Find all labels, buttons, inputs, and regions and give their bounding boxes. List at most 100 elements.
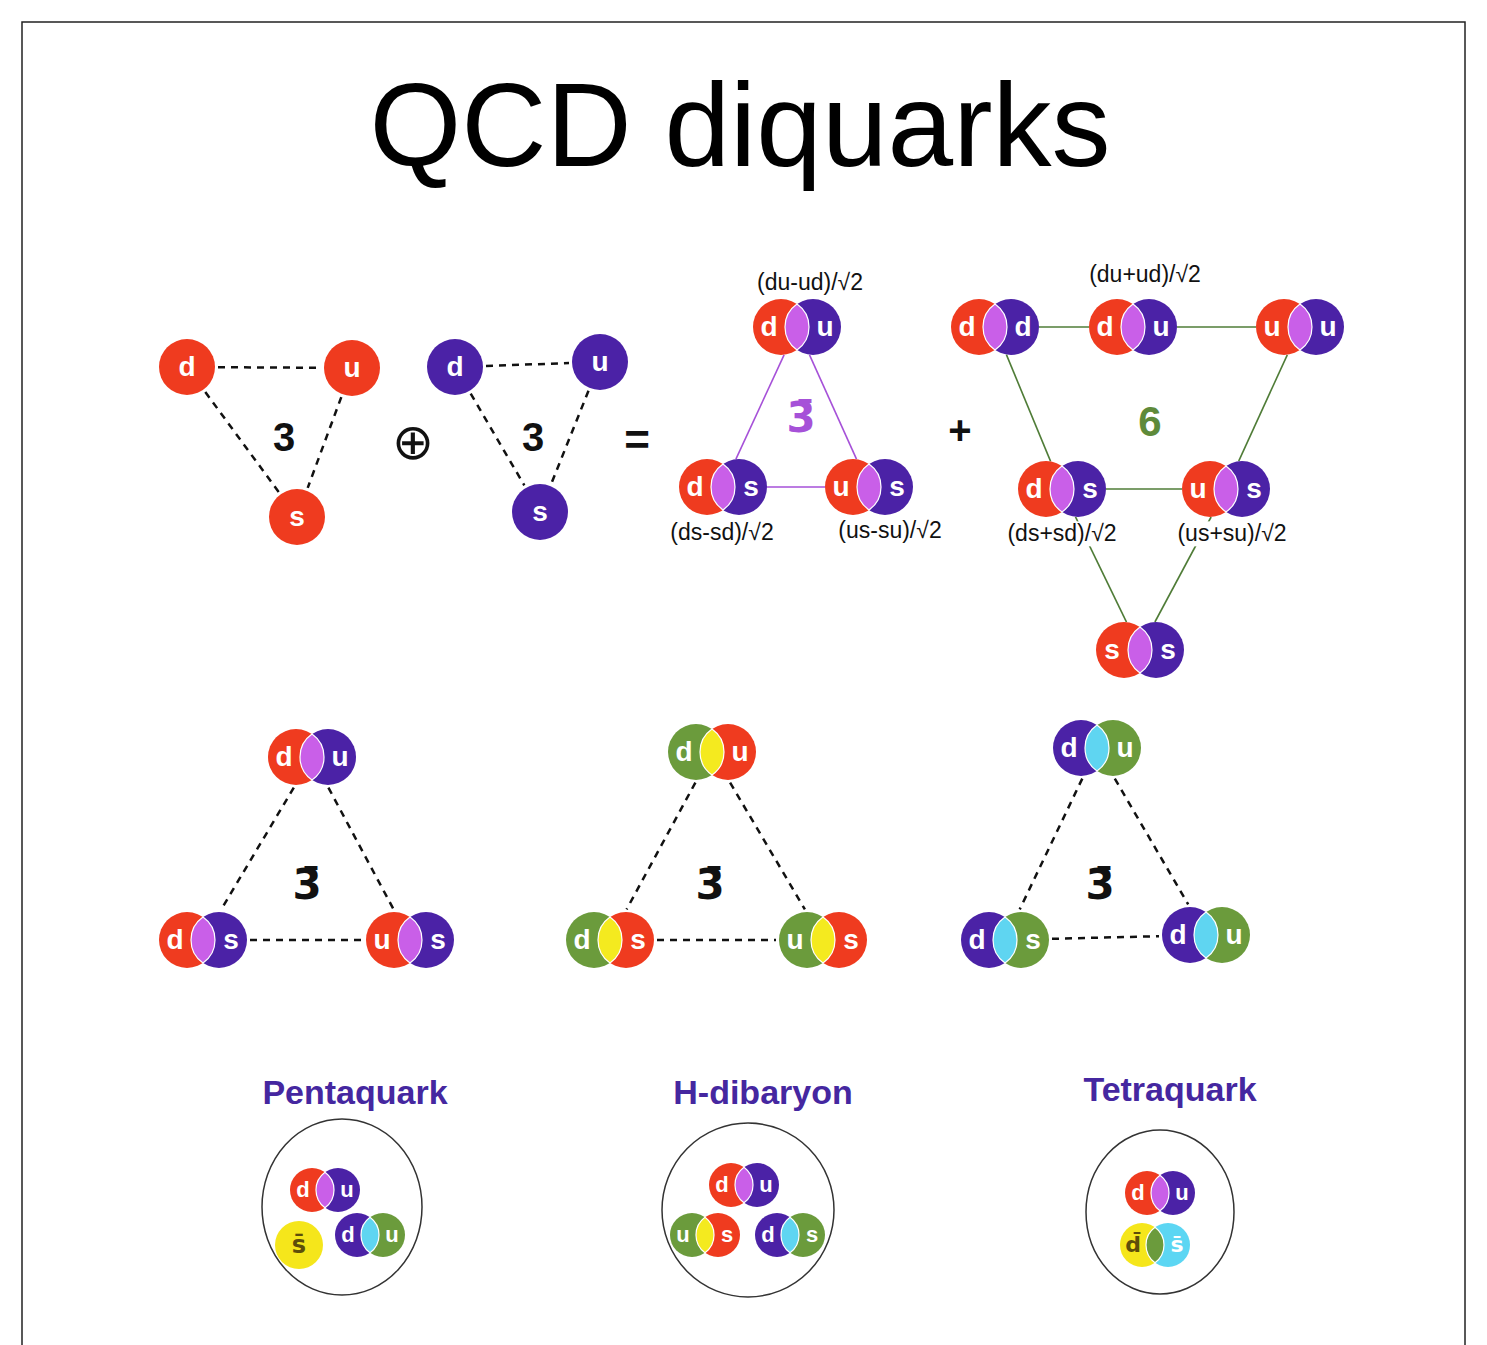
quark-letter: d: [290, 1179, 316, 1201]
quark-letter: u: [343, 354, 360, 382]
dashed-link: [1115, 779, 1188, 905]
color-overlap-lens: [1288, 304, 1312, 350]
quark-disc: [1128, 622, 1184, 678]
quark-letter: s: [289, 503, 305, 531]
diquark-pair: ds: [159, 912, 247, 968]
quark-disc: [1120, 1223, 1164, 1267]
node-shape: [661, 1122, 835, 1298]
quark-disc: [361, 1213, 405, 1257]
dashed-link: [328, 788, 393, 910]
quark-letter: u: [1109, 734, 1141, 762]
quark-disc: [1214, 461, 1270, 517]
diquark-pair: du: [709, 1163, 779, 1207]
diquark-pair: uu: [1256, 299, 1344, 355]
multiplet-line: [1239, 355, 1288, 461]
quark-disc: [670, 1213, 714, 1257]
quark-letter: d̄: [1120, 1234, 1146, 1256]
quark-letter: s̄: [292, 1233, 306, 1257]
color-overlap-lens: [735, 1167, 753, 1202]
diquark-pair: du: [290, 1168, 360, 1212]
diquark-pair: du: [1125, 1171, 1195, 1215]
quark-letter: d: [755, 1224, 781, 1246]
quark-disc: [427, 339, 483, 395]
multiplet-line: [767, 486, 825, 488]
quark-disc: [572, 334, 628, 390]
color-overlap-lens: [1050, 466, 1074, 512]
dashed-link: [486, 363, 569, 366]
quark-disc: [696, 1213, 740, 1257]
hadron-ellipse: du d̄ s̄: [1085, 1129, 1235, 1295]
quark-letter: s: [422, 926, 454, 954]
quark-letter: d: [951, 313, 983, 341]
quark-disc: [324, 340, 380, 396]
color-overlap-lens: [191, 917, 215, 963]
quark-letter: d: [753, 313, 785, 341]
quark-disc: [857, 459, 913, 515]
quark-letter: d: [1162, 921, 1194, 949]
color-overlap-lens: [711, 464, 735, 510]
diquark-pair: us: [366, 912, 454, 968]
quark-disc: [711, 459, 767, 515]
quark-disc: [1182, 461, 1238, 517]
quark-disc: [398, 912, 454, 968]
quark-disc: [335, 1213, 379, 1257]
diagram-label: ⊕: [389, 415, 437, 470]
color-overlap-lens: [785, 304, 809, 350]
quark-letter: s: [1152, 636, 1184, 664]
quark-letter: u: [1256, 313, 1288, 341]
quark-disc: [159, 912, 215, 968]
dashed-link: [1020, 779, 1083, 910]
quark-disc: [366, 912, 422, 968]
diquark-pair: us: [670, 1213, 740, 1257]
color-overlap-lens: [361, 1217, 379, 1252]
quark-letter: u: [334, 1179, 360, 1201]
quark-disc: [1096, 622, 1152, 678]
quark-letter: d: [1125, 1182, 1151, 1204]
quark-disc: [300, 729, 356, 785]
quark-disc: [512, 484, 568, 540]
diagram-label: (du-ud)/√2: [754, 270, 866, 295]
dashed-link: [218, 366, 321, 369]
quark-disc: [983, 299, 1039, 355]
quark-letter: s: [1074, 475, 1106, 503]
color-overlap-lens: [1146, 1227, 1164, 1262]
dashed-link: [657, 939, 776, 942]
quark-disc: [951, 299, 1007, 355]
quark-letter: u: [825, 473, 857, 501]
quark-circle: d: [427, 339, 483, 395]
color-overlap-lens: [1085, 725, 1109, 771]
dashed-link: [471, 394, 525, 486]
diagram-label: +: [945, 408, 974, 452]
color-overlap-lens: [983, 304, 1007, 350]
quark-letter: u: [379, 1224, 405, 1246]
quark-letter: s: [1238, 475, 1270, 503]
diquark-pair: du: [668, 724, 756, 780]
hadron-name: Tetraquark: [1080, 1071, 1259, 1108]
quark-letter: u: [1169, 1182, 1195, 1204]
quark-circle: s: [269, 489, 325, 545]
quark-letter: u: [366, 926, 398, 954]
quark-letter: s̄: [1164, 1234, 1190, 1256]
quark-disc: [785, 299, 841, 355]
quark-disc: [781, 1213, 825, 1257]
hadron-name: H-dibaryon: [670, 1074, 855, 1111]
quark-letter: d: [679, 473, 711, 501]
quark-letter: d: [566, 926, 598, 954]
diquark-pair: du: [1053, 720, 1141, 776]
diquark-pair: dd: [951, 299, 1039, 355]
quark-disc: [1194, 907, 1250, 963]
quark-disc: [1288, 299, 1344, 355]
diquark-pair: us: [1182, 461, 1270, 517]
diquark-pair: du: [1162, 907, 1250, 963]
quark-letter: s: [835, 926, 867, 954]
quark-disc: [316, 1168, 360, 1212]
diquark-pair: du: [1089, 299, 1177, 355]
multiplet-line: [1106, 488, 1182, 490]
diagram-label: (du+ud)/√2: [1086, 262, 1204, 287]
quark-disc: [709, 1163, 753, 1207]
quark-letter: d: [446, 353, 463, 381]
color-overlap-lens: [993, 917, 1017, 963]
diagram-label: 3: [270, 415, 298, 459]
quark-letter: d: [709, 1174, 735, 1196]
quark-letter: s: [215, 926, 247, 954]
